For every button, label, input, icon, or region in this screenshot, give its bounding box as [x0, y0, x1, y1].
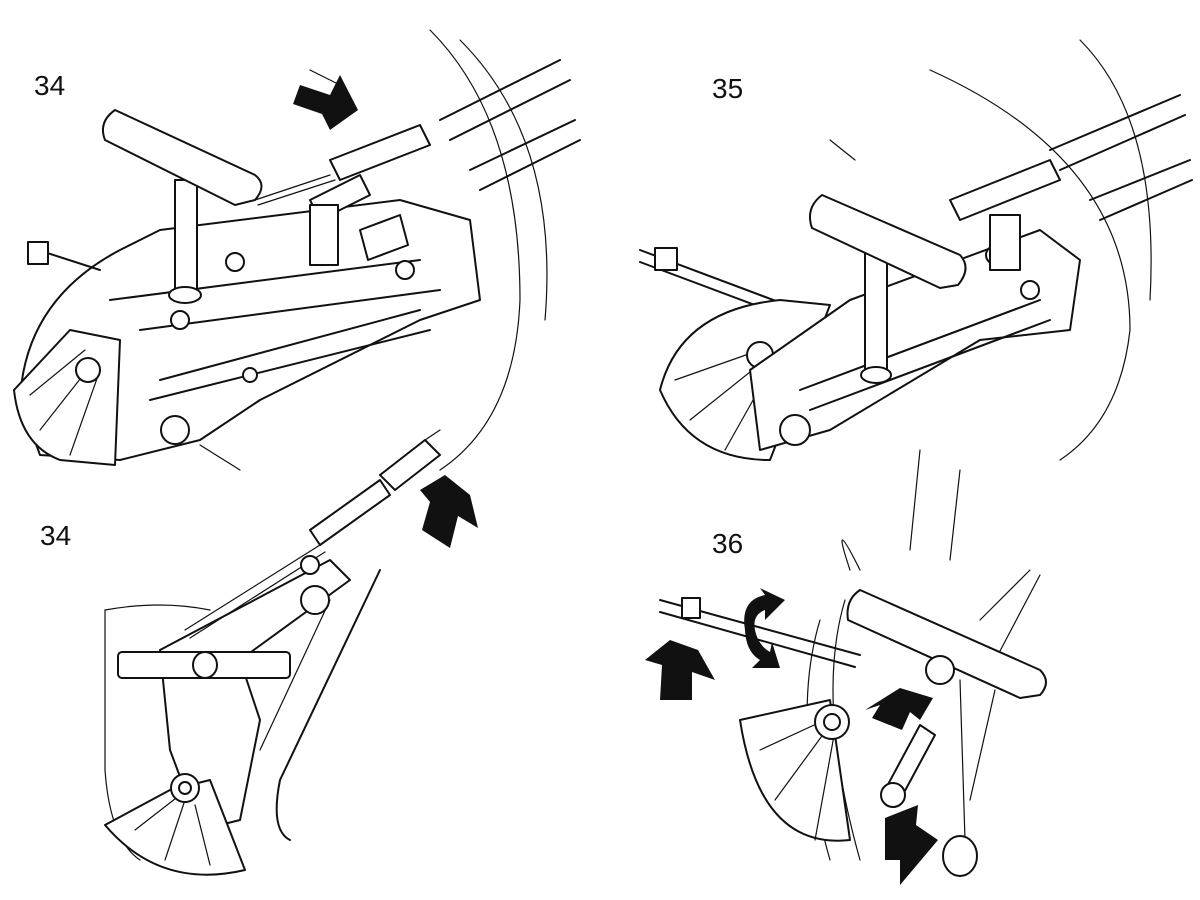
- sector-plate: [104, 779, 246, 876]
- figure-label-36: 36: [712, 528, 744, 559]
- direction-arrow-icon: [645, 640, 715, 700]
- figure-label-35: 35: [712, 73, 744, 104]
- t-handle-bar: [846, 589, 1047, 699]
- sector-plate: [659, 299, 831, 461]
- direction-arrow-icon: [420, 475, 478, 548]
- sector-pivot: [75, 357, 101, 383]
- cable-end-ball: [942, 835, 978, 877]
- figure-label-34-top: 34: [34, 70, 66, 101]
- t-handle-shaft: [174, 179, 198, 296]
- figure-35-drawing: [639, 39, 1193, 461]
- figure-label-34-bottom: 34: [40, 520, 72, 551]
- brake-frame: [749, 229, 1081, 451]
- figure-36-drawing: [645, 449, 1047, 885]
- curved-double-arrow-icon: [744, 588, 785, 668]
- direction-arrow-icon: [865, 688, 933, 730]
- t-handle-bar: [102, 109, 263, 206]
- rod-end: [654, 247, 678, 271]
- wheel-arc: [429, 29, 521, 471]
- direction-arrow-icon: [293, 75, 358, 130]
- figure-34-top-drawing: [13, 29, 581, 471]
- direction-arrow-icon: [885, 805, 938, 885]
- figure-34-bottom-drawing: [104, 429, 478, 876]
- bolt-head: [27, 241, 49, 265]
- t-handle-bar: [809, 194, 967, 289]
